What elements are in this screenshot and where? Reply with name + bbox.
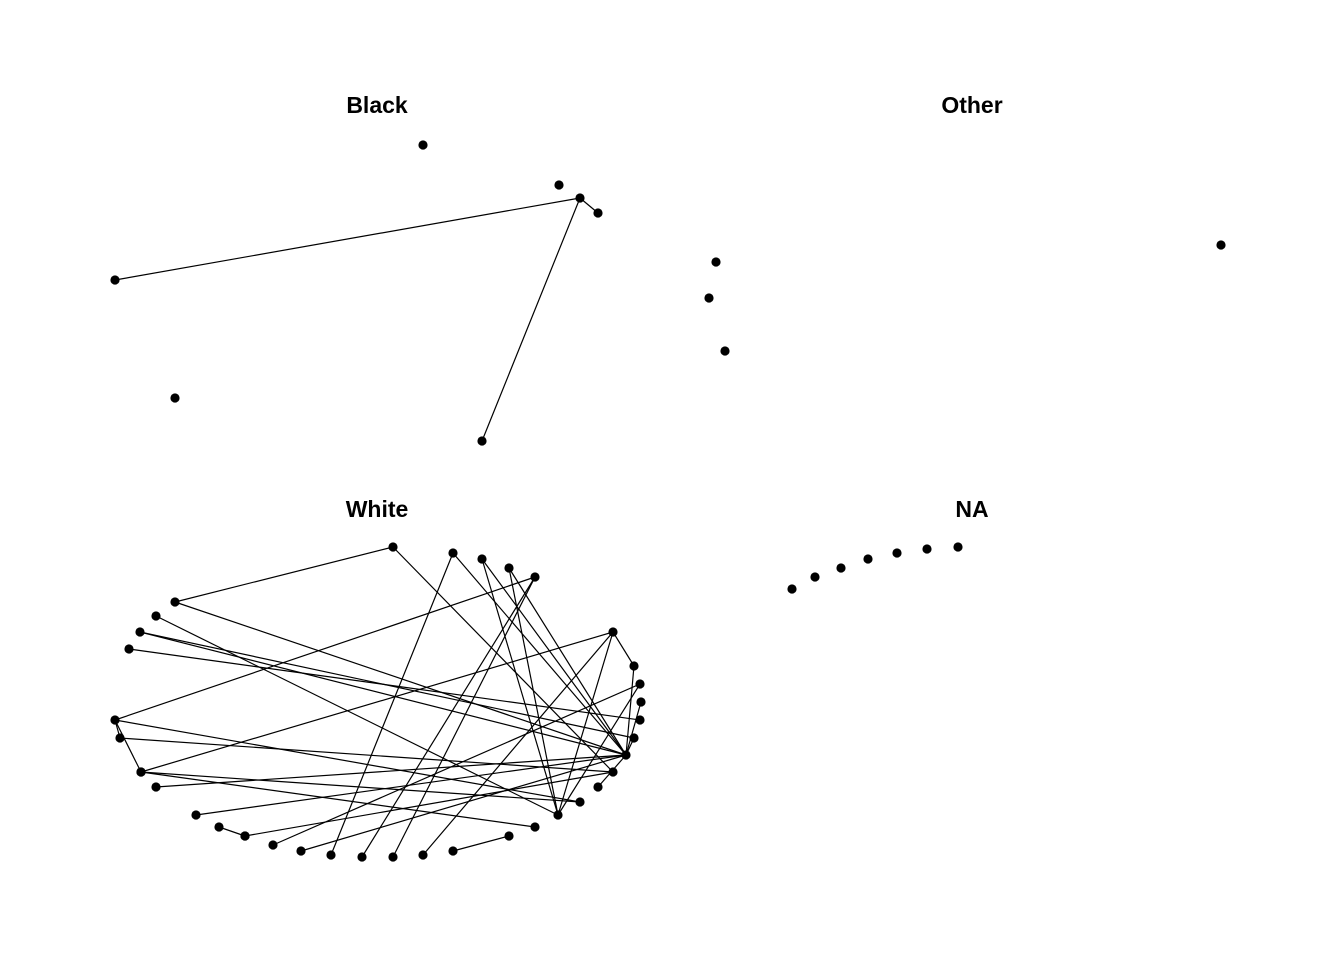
network-node	[593, 208, 603, 218]
network-edge	[119, 737, 614, 773]
network-edge	[174, 546, 394, 603]
network-edge	[361, 576, 536, 858]
network-node	[553, 810, 563, 820]
network-node	[418, 850, 428, 860]
network-node	[530, 822, 540, 832]
network-node	[214, 822, 224, 832]
network-edge	[557, 631, 614, 816]
network-node	[787, 584, 797, 594]
network-node	[530, 572, 540, 582]
network-node	[922, 544, 932, 554]
network-edge	[140, 631, 614, 773]
panel-na: NA	[787, 496, 989, 594]
network-edge	[452, 552, 627, 756]
network-node	[621, 750, 631, 760]
panel-title-black: Black	[346, 92, 408, 118]
network-edge	[139, 631, 635, 739]
network-edge	[140, 771, 581, 803]
network-node	[326, 850, 336, 860]
network-node	[296, 846, 306, 856]
network-black	[110, 140, 603, 446]
network-node	[892, 548, 902, 558]
network-node	[170, 597, 180, 607]
network-node	[191, 810, 201, 820]
network-node	[418, 140, 428, 150]
network-node	[593, 782, 603, 792]
network-node	[268, 840, 278, 850]
network-edge	[114, 719, 581, 803]
network-edge	[392, 546, 614, 773]
network-node	[635, 679, 645, 689]
network-node	[115, 733, 125, 743]
panel-white: White	[110, 496, 646, 862]
panel-title-na: NA	[955, 496, 988, 522]
network-node	[704, 293, 714, 303]
network-node	[151, 782, 161, 792]
network-edge	[481, 558, 627, 756]
network-edge	[114, 197, 581, 281]
network-node	[136, 767, 146, 777]
network-node	[629, 733, 639, 743]
network-edge	[625, 665, 635, 756]
network-node	[151, 611, 161, 621]
network-edge	[174, 601, 627, 756]
network-node	[636, 697, 646, 707]
network-node	[711, 257, 721, 267]
network-node	[554, 180, 564, 190]
network-node	[504, 831, 514, 841]
network-node	[448, 846, 458, 856]
network-node	[388, 852, 398, 862]
network-node	[863, 554, 873, 564]
network-node	[720, 346, 730, 356]
network-node	[575, 797, 585, 807]
network-edge	[452, 835, 510, 852]
network-edge	[612, 631, 635, 667]
network-edge	[392, 576, 536, 858]
network-edge	[422, 631, 614, 856]
network-node	[477, 436, 487, 446]
network-edge	[330, 552, 454, 856]
network-edge	[114, 719, 142, 773]
network-white	[110, 542, 646, 862]
network-edge	[140, 771, 536, 828]
network-node	[836, 563, 846, 573]
network-node	[629, 661, 639, 671]
network-node	[357, 852, 367, 862]
network-node	[170, 393, 180, 403]
panel-title-other: Other	[941, 92, 1002, 118]
network-node	[575, 193, 585, 203]
network-node	[810, 572, 820, 582]
network-edge	[114, 576, 536, 721]
network-node	[608, 767, 618, 777]
network-node	[124, 644, 134, 654]
network-edge	[625, 701, 642, 756]
network-node	[110, 715, 120, 725]
network-node	[477, 554, 487, 564]
network-node	[504, 563, 514, 573]
network-node	[240, 831, 250, 841]
network-node	[388, 542, 398, 552]
network-node	[608, 627, 618, 637]
network-node	[1216, 240, 1226, 250]
network-other	[704, 240, 1226, 356]
network-edge	[244, 771, 614, 837]
network-edge	[139, 631, 627, 756]
network-edge	[557, 683, 641, 816]
panel-other: Other	[704, 92, 1226, 356]
network-node	[953, 542, 963, 552]
network-na	[787, 542, 963, 594]
network-edge	[481, 558, 559, 816]
network-node	[448, 548, 458, 558]
network-node	[635, 715, 645, 725]
network-node	[135, 627, 145, 637]
network-edge	[508, 567, 627, 756]
panel-black: Black	[110, 92, 603, 446]
network-edge	[155, 615, 559, 816]
network-node	[110, 275, 120, 285]
network-edge	[481, 197, 581, 442]
panel-title-white: White	[346, 496, 409, 522]
